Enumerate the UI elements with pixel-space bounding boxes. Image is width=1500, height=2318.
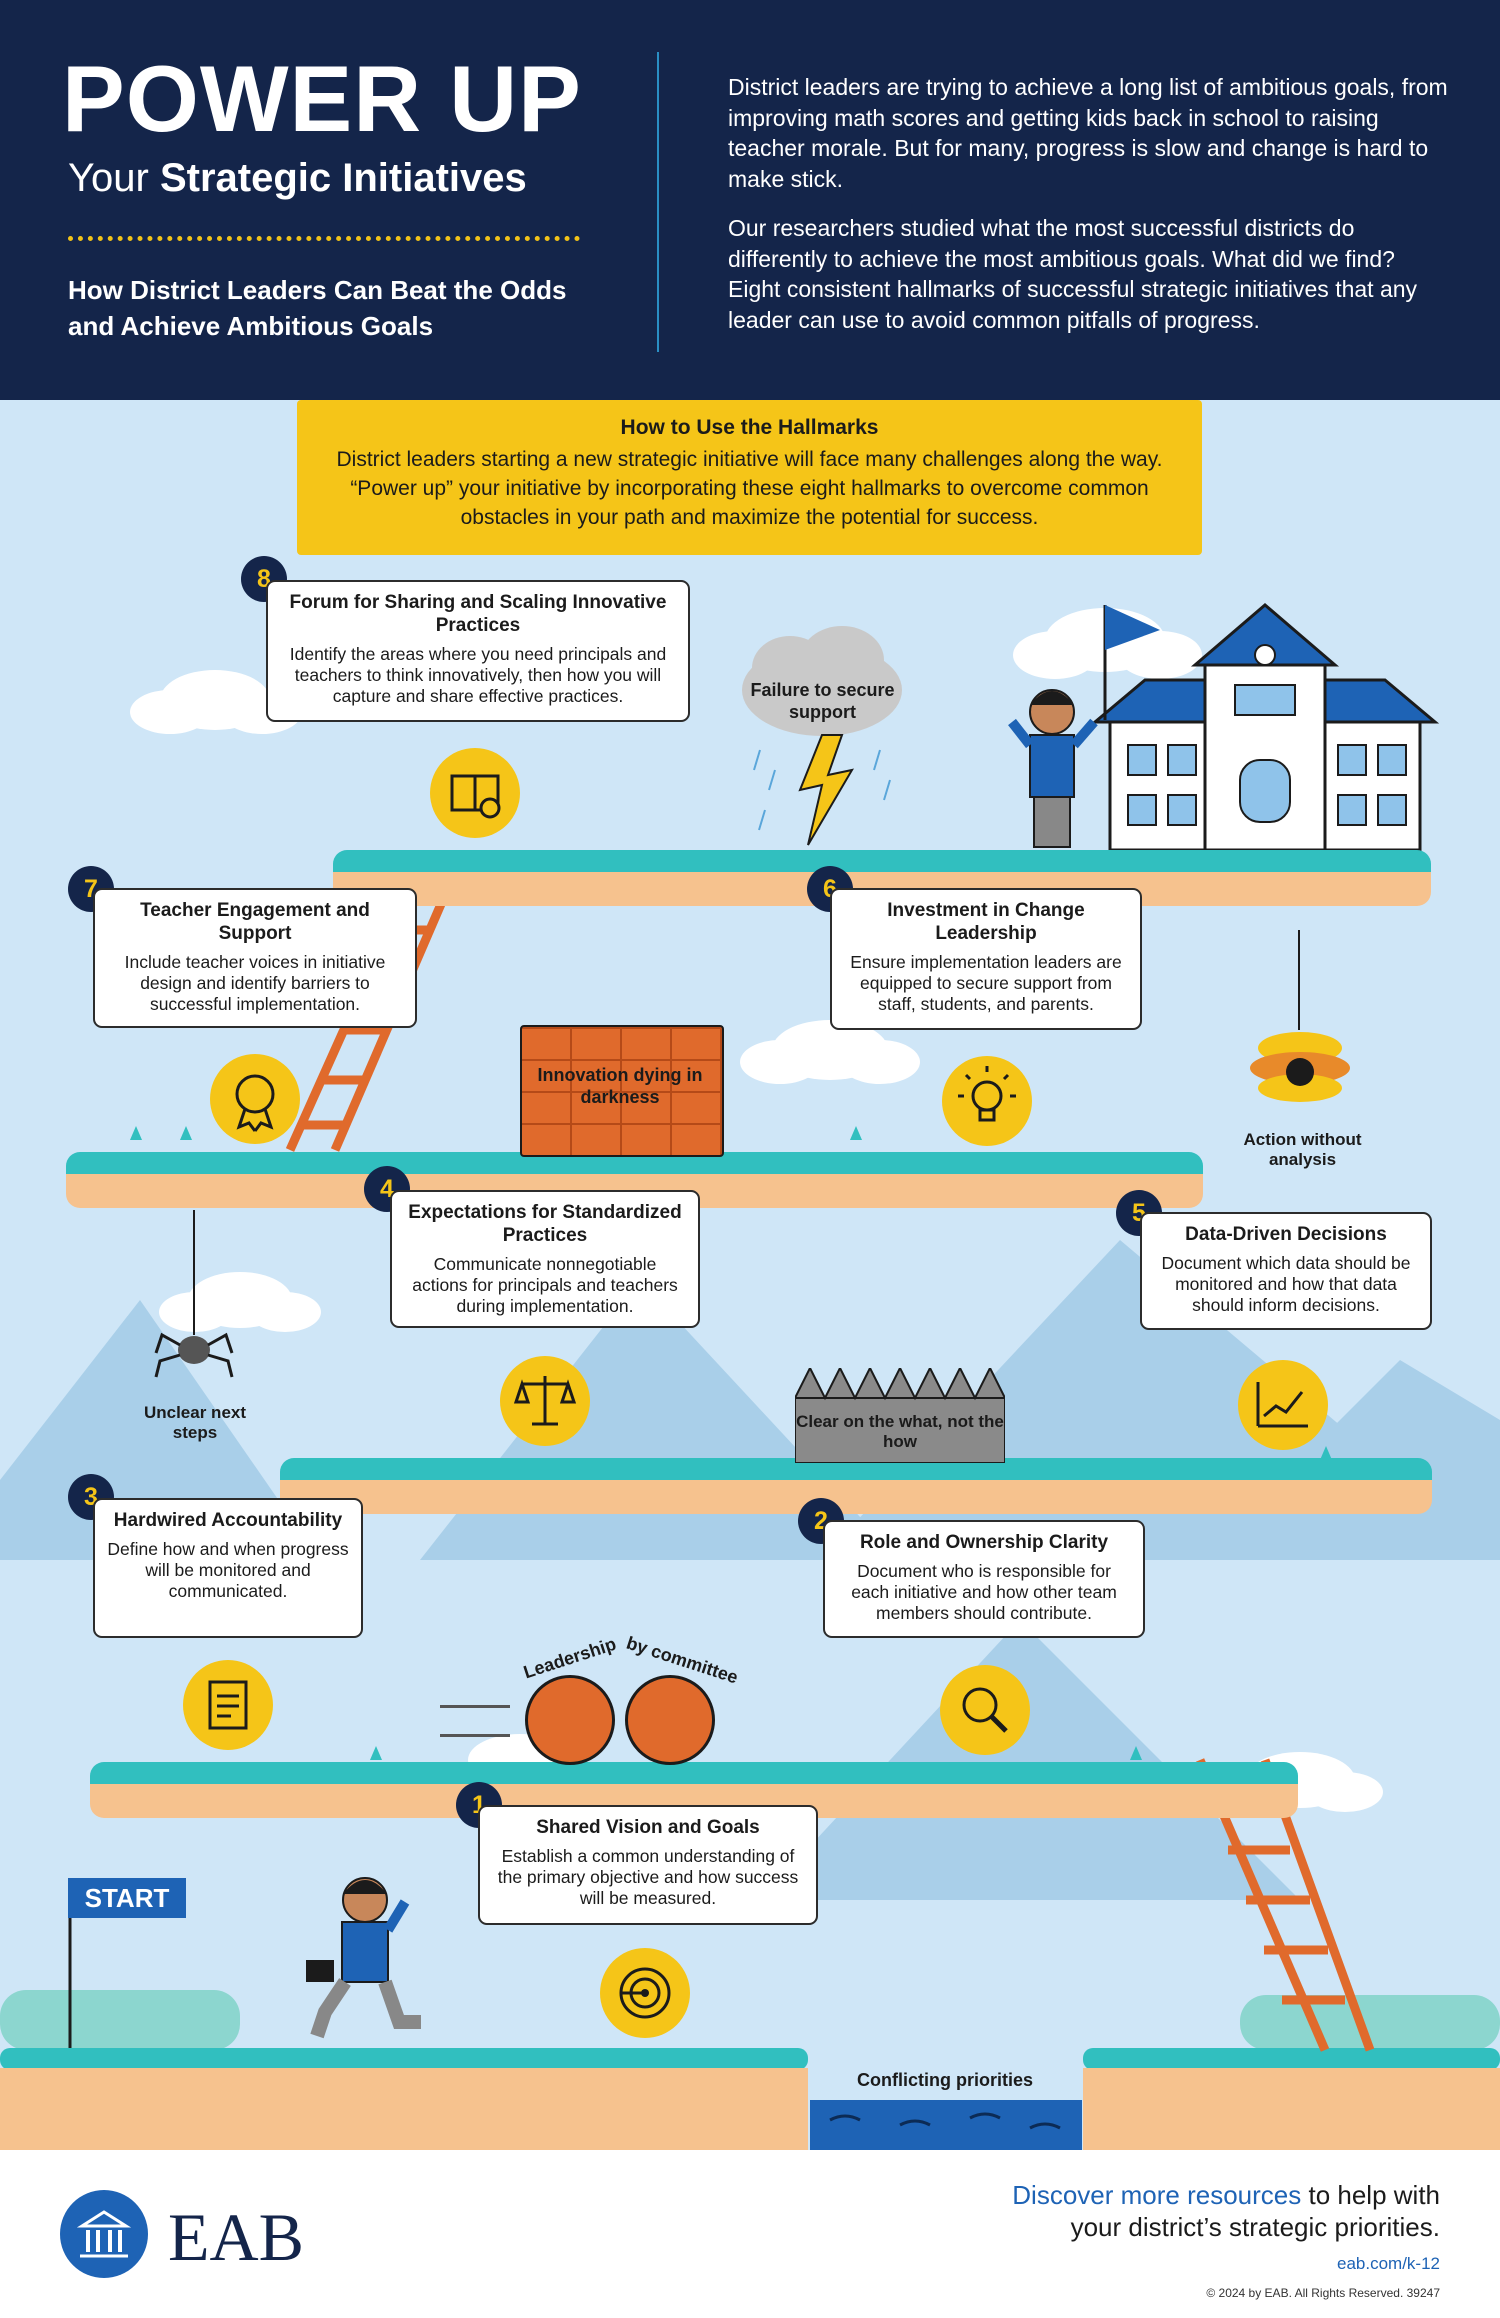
target-icon <box>600 1948 690 2038</box>
intro-paragraph-1: District leaders are trying to achieve a… <box>728 74 1448 192</box>
hallmark-title: Forum for Sharing and Scaling Innovative… <box>289 592 667 636</box>
tagline: How District Leaders Can Beat the Odds a… <box>68 275 567 342</box>
ground-right-top <box>1083 2048 1500 2070</box>
hallmark-card-4: Expectations for Standardized Practices … <box>390 1190 700 1328</box>
barrel-icon <box>525 1675 615 1765</box>
page-subtitle: Your Strategic Initiatives <box>68 156 527 200</box>
book-icon <box>430 748 520 838</box>
hallmark-body: Include teacher voices in initiative des… <box>124 951 386 1015</box>
beehive-icon <box>1250 930 1350 1102</box>
ground-left-soil <box>0 2068 808 2150</box>
hallmark-card-5: Data-Driven Decisions Document which dat… <box>1140 1212 1432 1330</box>
platform-level-2 <box>280 1458 1432 1514</box>
hallmark-title: Shared Vision and Goals <box>536 1817 760 1838</box>
award-icon <box>210 1054 300 1144</box>
clipboard-icon <box>183 1660 273 1750</box>
mountain-shape <box>760 1620 1300 1900</box>
winner-character <box>1008 689 1098 848</box>
hallmark-title: Role and Ownership Clarity <box>859 1532 1109 1553</box>
obstacle-hive-label: Action without analysis <box>1243 1130 1362 1170</box>
discover-resources-link[interactable]: Discover more resources <box>1012 2180 1302 2210</box>
obstacle-wall-label: Innovation dying in darkness <box>537 1065 703 1107</box>
page-title: POWER UP <box>62 46 582 151</box>
hallmark-body: Define how and when progress will be mon… <box>107 1538 349 1602</box>
dotted-divider <box>68 236 580 241</box>
eab-logo-icon <box>60 2190 148 2278</box>
howto-callout: How to Use the Hallmarks District leader… <box>297 400 1202 555</box>
hallmark-card-3: Hardwired Accountability Define how and … <box>93 1498 363 1638</box>
ground-left-top <box>0 2048 808 2070</box>
speed-lines <box>440 1705 510 1737</box>
howto-title: How to Use the Hallmarks <box>620 416 879 439</box>
hallmark-card-8: Forum for Sharing and Scaling Innovative… <box>266 580 690 722</box>
obstacle-cloud-label: Failure to secure support <box>750 680 895 722</box>
chart-icon <box>1238 1360 1328 1450</box>
obstacle-water-label: Conflicting priorities <box>856 2070 1033 2090</box>
footer-cta-line-2: your district’s strategic priorities. <box>1070 2212 1440 2242</box>
hallmark-title: Data-Driven Decisions <box>1185 1224 1387 1245</box>
brick-wall <box>520 1025 724 1157</box>
hallmark-card-7: Teacher Engagement and Support Include t… <box>93 888 417 1028</box>
footer-cta-line-1: Discover more resources to help with <box>1012 2180 1440 2211</box>
vertical-divider <box>657 52 659 352</box>
footer: EAB Discover more resources to help with… <box>0 2150 1500 2318</box>
brand-name: EAB <box>168 2199 304 2275</box>
copyright: © 2024 by EAB. All Rights Reserved. 3924… <box>1206 2286 1440 2300</box>
hallmark-body: Ensure implementation leaders are equipp… <box>850 951 1122 1015</box>
cta-rest: to help with <box>1301 2180 1440 2210</box>
subtitle-bold: Strategic Initiatives <box>159 156 527 200</box>
school-building <box>1090 603 1440 852</box>
subtitle-prefix: Your <box>68 156 149 200</box>
hallmark-card-1: Shared Vision and Goals Establish a comm… <box>478 1805 818 1925</box>
hallmark-body: Establish a common understanding of the … <box>497 1845 799 1909</box>
intro-paragraph-2: Our researchers studied what the most su… <box>728 215 1418 333</box>
start-flag: START <box>68 1878 186 1918</box>
spider-icon <box>154 1210 234 1378</box>
hallmark-body: Identify the areas where you need princi… <box>289 643 667 707</box>
hallmark-title: Teacher Engagement and Support <box>140 900 370 944</box>
footer-url-link[interactable]: eab.com/k-12 <box>1337 2254 1440 2273</box>
hallmark-body: Document who is responsible for each ini… <box>851 1560 1117 1624</box>
hallmark-body: Document which data should be monitored … <box>1161 1252 1411 1316</box>
hallmark-title: Hardwired Accountability <box>113 1510 343 1531</box>
storm-cloud-icon <box>742 626 902 846</box>
hallmark-card-6: Investment in Change Leadership Ensure i… <box>830 888 1142 1030</box>
hallmark-card-2: Role and Ownership Clarity Document who … <box>823 1520 1145 1638</box>
starting-character <box>306 1877 421 2039</box>
hallmark-title: Investment in Change Leadership <box>887 900 1085 944</box>
obstacle-spider-label: Unclear next steps <box>143 1403 247 1443</box>
hallmark-title: Expectations for Standardized Practices <box>408 1202 682 1246</box>
magnifier-icon <box>940 1665 1030 1755</box>
ground-right-soil <box>1083 2068 1500 2150</box>
bush-shape <box>0 1990 240 2050</box>
lightbulb-icon <box>942 1056 1032 1146</box>
barrel-icon <box>625 1675 715 1765</box>
hallmark-body: Communicate nonnegotiable actions for pr… <box>412 1253 678 1317</box>
howto-body: District leaders starting a new strategi… <box>336 448 1163 529</box>
obstacle-spikes-label: Clear on the what, not the how <box>796 1412 1004 1452</box>
scales-icon <box>500 1356 590 1446</box>
background-scene <box>0 603 1500 2150</box>
header-banner: POWER UP Your Strategic Initiatives How … <box>0 0 1500 400</box>
spikes-icon <box>795 1368 1005 1463</box>
